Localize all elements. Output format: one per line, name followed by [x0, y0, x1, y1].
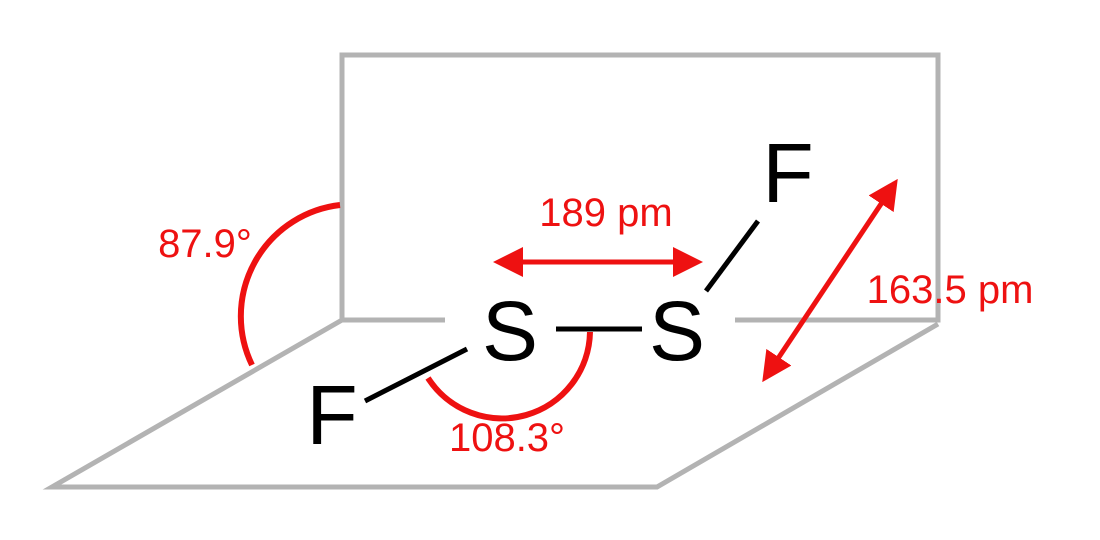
vertical-plane [339, 52, 941, 323]
bond-f-s-left [363, 346, 469, 404]
atom-sulfur-right: S [649, 284, 705, 378]
horizontal-plane [42, 317, 940, 490]
sf-distance-arrow [762, 178, 898, 383]
atom-fluorine-right: F [762, 126, 813, 220]
bond-angle-arc [425, 331, 593, 422]
ss-bond-length-label: 189 pm [539, 191, 672, 235]
atom-sulfur-left: S [482, 284, 538, 378]
bond-angle-label: 108.3° [449, 416, 565, 460]
bond-s-f-right [703, 219, 761, 293]
atom-fluorine-left: F [306, 368, 357, 462]
dihedral-angle-arc [237, 202, 341, 367]
dihedral-angle-label: 87.9° [158, 222, 252, 266]
sf-bond-length-label: 163.5 pm [867, 268, 1034, 312]
